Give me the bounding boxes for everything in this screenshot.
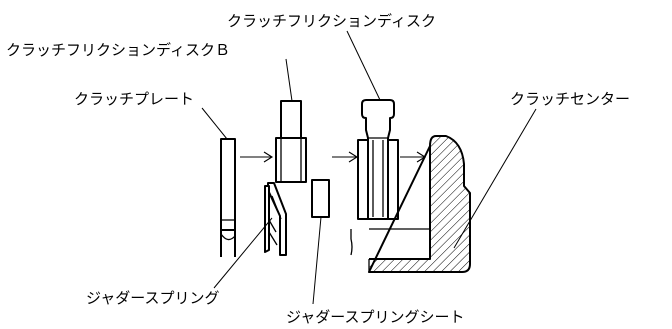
leader-judder-spring-seat — [312, 216, 322, 305]
label-clutch-friction-disc-b: クラッチフリクションディスクＢ — [6, 41, 230, 59]
leader-clutch-friction-disc-b — [285, 58, 293, 102]
arrow-plate-to-disc-b — [240, 151, 274, 163]
clutch-friction-disc-b-part — [275, 100, 307, 183]
label-judder-spring: ジャダースプリング — [86, 289, 220, 307]
arrow-disc-to-center — [400, 151, 427, 163]
label-clutch-center: クラッチセンター — [510, 90, 630, 108]
judder-spring-seat-part — [311, 179, 330, 218]
label-clutch-friction-disc: クラッチフリクションディスク — [227, 12, 436, 30]
clutch-friction-disc-part — [357, 99, 399, 220]
leader-clutch-plate — [201, 107, 228, 140]
leader-judder-spring — [213, 217, 273, 289]
clutch-plate-part — [220, 138, 236, 257]
leader-clutch-friction-disc — [346, 30, 381, 101]
leader-lines — [201, 30, 537, 305]
assembly-arrows — [240, 151, 427, 163]
arrow-disc-b-to-disc — [332, 151, 359, 163]
label-clutch-plate: クラッチプレート — [74, 90, 194, 108]
label-judder-spring-seat: ジャダースプリングシート — [286, 308, 465, 326]
judder-spring-part — [264, 182, 287, 256]
clutch-center-part — [350, 135, 471, 273]
leader-clutch-center — [453, 108, 537, 249]
